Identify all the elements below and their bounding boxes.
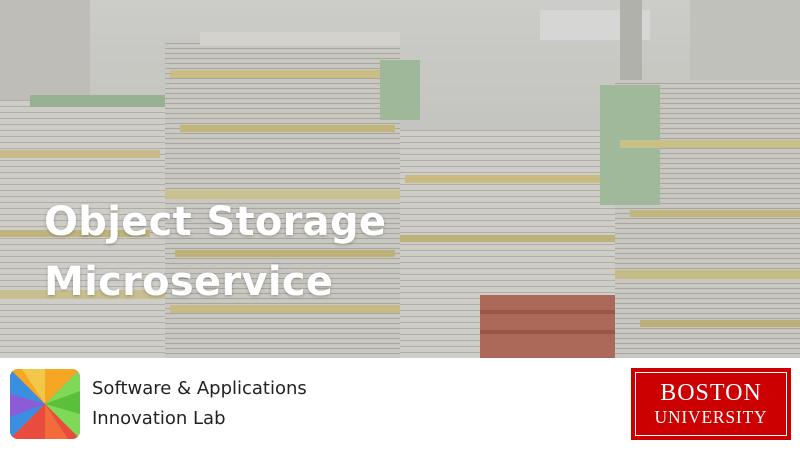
footer-bar: Software & Applications Innovation Lab B… xyxy=(0,358,800,450)
bu-logo-line-1: BOSTON xyxy=(660,380,762,406)
paper-stacks-photo xyxy=(0,0,800,358)
bu-logo-line-2: UNIVERSITY xyxy=(654,407,768,427)
lab-name-line-2: Innovation Lab xyxy=(92,408,226,429)
lab-name: Software & Applications Innovation Lab xyxy=(92,374,307,434)
boston-university-logo: BOSTON UNIVERSITY xyxy=(631,368,791,440)
photo-overlay xyxy=(0,0,800,358)
hero-photo: Object Storage Microservice xyxy=(0,0,800,358)
slide-title: Object Storage Microservice xyxy=(44,192,386,312)
pinwheel-icon xyxy=(10,369,80,439)
lab-name-line-1: Software & Applications xyxy=(92,378,307,399)
bu-logo-frame: BOSTON UNIVERSITY xyxy=(635,372,787,436)
slide-title-line-2: Microservice xyxy=(44,259,334,305)
slide-title-line-1: Object Storage xyxy=(44,199,387,245)
